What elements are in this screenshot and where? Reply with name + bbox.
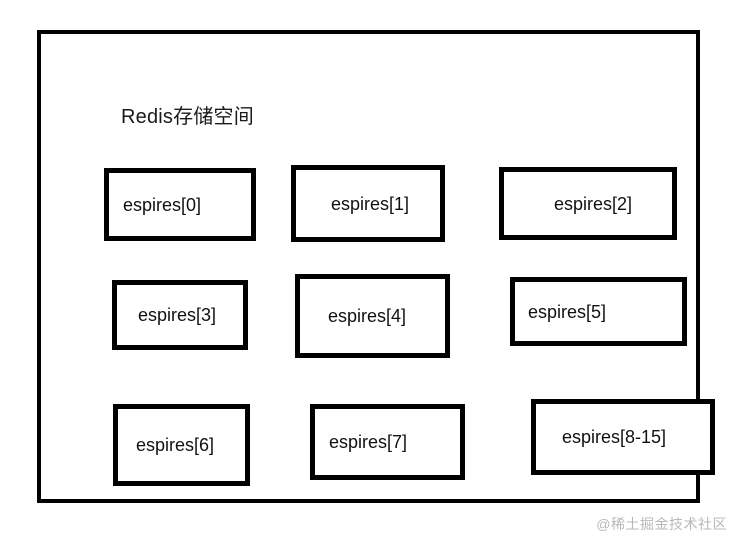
expires-slot-1-label: espires[1] bbox=[331, 193, 410, 214]
expires-slot-5: espires[5] bbox=[510, 277, 687, 346]
expires-slot-5-label: espires[5] bbox=[528, 301, 607, 322]
expires-slot-0: espires[0] bbox=[104, 168, 256, 241]
redis-storage-container: Redis存储空间 espires[0] espires[1] espires[… bbox=[37, 30, 715, 503]
expires-slot-2: espires[2] bbox=[499, 167, 677, 240]
expires-slot-4: espires[4] bbox=[295, 274, 450, 358]
expires-slot-3: espires[3] bbox=[112, 280, 248, 350]
expires-slot-0-label: espires[0] bbox=[123, 194, 202, 215]
expires-slot-7: espires[7] bbox=[310, 404, 465, 480]
diagram-title: Redis存储空间 bbox=[121, 106, 254, 128]
expires-slot-7-label: espires[7] bbox=[329, 432, 408, 452]
expires-slot-1: espires[1] bbox=[291, 165, 445, 242]
expires-slot-8-15-label: espires[8-15] bbox=[562, 427, 667, 447]
expires-slot-6-label: espires[6] bbox=[136, 435, 215, 455]
expires-slot-3-label: espires[3] bbox=[138, 305, 217, 325]
expires-slot-8-15: espires[8-15] bbox=[531, 399, 715, 475]
watermark: @稀土掘金技术社区 bbox=[596, 516, 727, 532]
expires-slot-2-label: espires[2] bbox=[554, 193, 633, 214]
expires-slot-6: espires[6] bbox=[113, 404, 250, 486]
expires-slot-4-label: espires[4] bbox=[328, 306, 407, 326]
